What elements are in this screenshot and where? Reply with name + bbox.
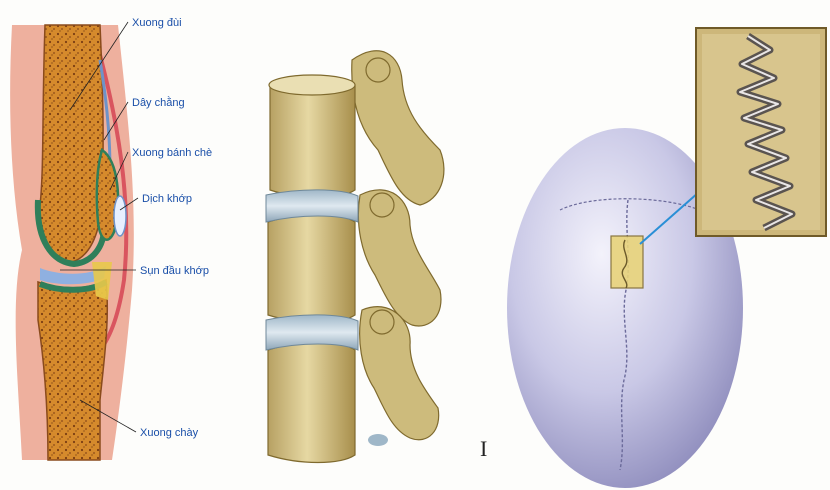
marker-glyph: I — [480, 436, 487, 461]
vertebral-column-illustration — [266, 51, 444, 463]
label-tibia: Xuong chày — [140, 427, 199, 439]
knee-joint-illustration: Xuong đùi Dây chằng Xuong bánh chè Dịch … — [10, 17, 212, 460]
suture-inset — [696, 28, 826, 236]
tibia-bone — [38, 280, 107, 460]
vertebral-bodies — [268, 75, 355, 463]
vertebra-body-2 — [268, 215, 355, 323]
spinous-processes — [352, 51, 444, 440]
label-ligament: Dây chằng — [132, 96, 185, 109]
synovial-cavity — [114, 196, 126, 236]
label-femur: Xuong đùi — [132, 17, 182, 29]
vertebra-body-3 — [268, 343, 355, 463]
label-synovial-fluid: Dịch khớp — [142, 193, 192, 205]
disc-fragment — [368, 434, 388, 446]
label-cartilage: Sụn đầu khớp — [140, 265, 209, 277]
femur-bone — [39, 25, 103, 262]
skull-illustration — [507, 28, 826, 488]
label-patella: Xuong bánh chè — [132, 147, 212, 159]
